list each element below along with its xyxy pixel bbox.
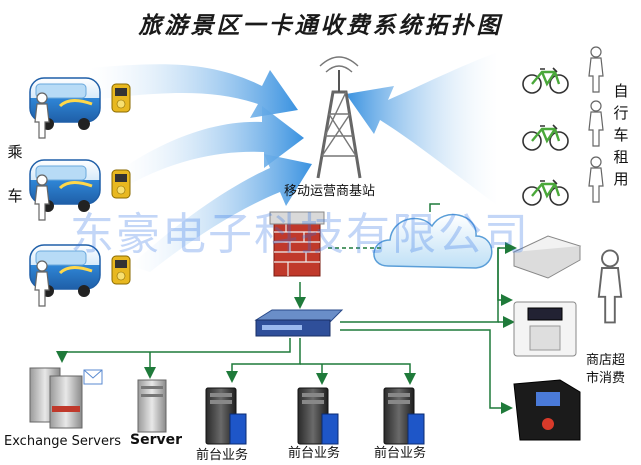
- bicycle-icon: [521, 66, 570, 95]
- left-arrow-mid: [120, 106, 304, 190]
- shopping-label: 商店超市消费: [586, 353, 626, 386]
- front-desk-label: 前台业务: [196, 448, 249, 463]
- front-desk-server-icon: [297, 387, 339, 445]
- bicycle-icon: [521, 123, 570, 152]
- left-arrow-top: [90, 64, 298, 118]
- card-reader-icon: [111, 169, 131, 199]
- person-icon: [34, 260, 50, 307]
- access-terminal-icon: [513, 379, 581, 441]
- tower-label: 移动运营商基站: [284, 184, 376, 199]
- cloud-icon: [373, 213, 493, 269]
- diagram-title: 旅游景区一卡通收费系统拓扑图: [138, 12, 503, 39]
- left-arrow-bottom: [130, 154, 312, 272]
- exchange-servers-label: Exchange Servers: [4, 434, 122, 449]
- server-icon: [137, 379, 167, 433]
- front-desk-server-icon: [383, 387, 425, 445]
- front-desk-label: 前台业务: [288, 446, 341, 461]
- person-icon: [588, 46, 604, 93]
- bike-rental-label: 自行车租用: [613, 82, 629, 188]
- passenger-label: 乘车: [7, 143, 23, 205]
- card-terminal-icon: [513, 301, 577, 357]
- person-icon: [588, 100, 604, 147]
- person-icon: [588, 156, 604, 203]
- card-reader-icon: [111, 83, 131, 113]
- watermark: 东豪电子科技有限公司: [70, 209, 530, 260]
- tower-icon: [316, 56, 362, 179]
- front-desk-server-icon: [205, 387, 247, 445]
- front-desk-label: 前台业务: [374, 446, 427, 461]
- switch-icon: [254, 309, 344, 337]
- exchange-server-icon: [29, 367, 103, 429]
- right-arrow: [346, 52, 498, 206]
- person-icon: [34, 174, 50, 221]
- person-icon: [34, 92, 50, 139]
- server-label: Server: [130, 432, 183, 448]
- pos-terminal-icon: [512, 235, 582, 279]
- network-connectors: [56, 203, 517, 414]
- person-icon: [597, 249, 623, 324]
- firewall-icon: [269, 211, 325, 277]
